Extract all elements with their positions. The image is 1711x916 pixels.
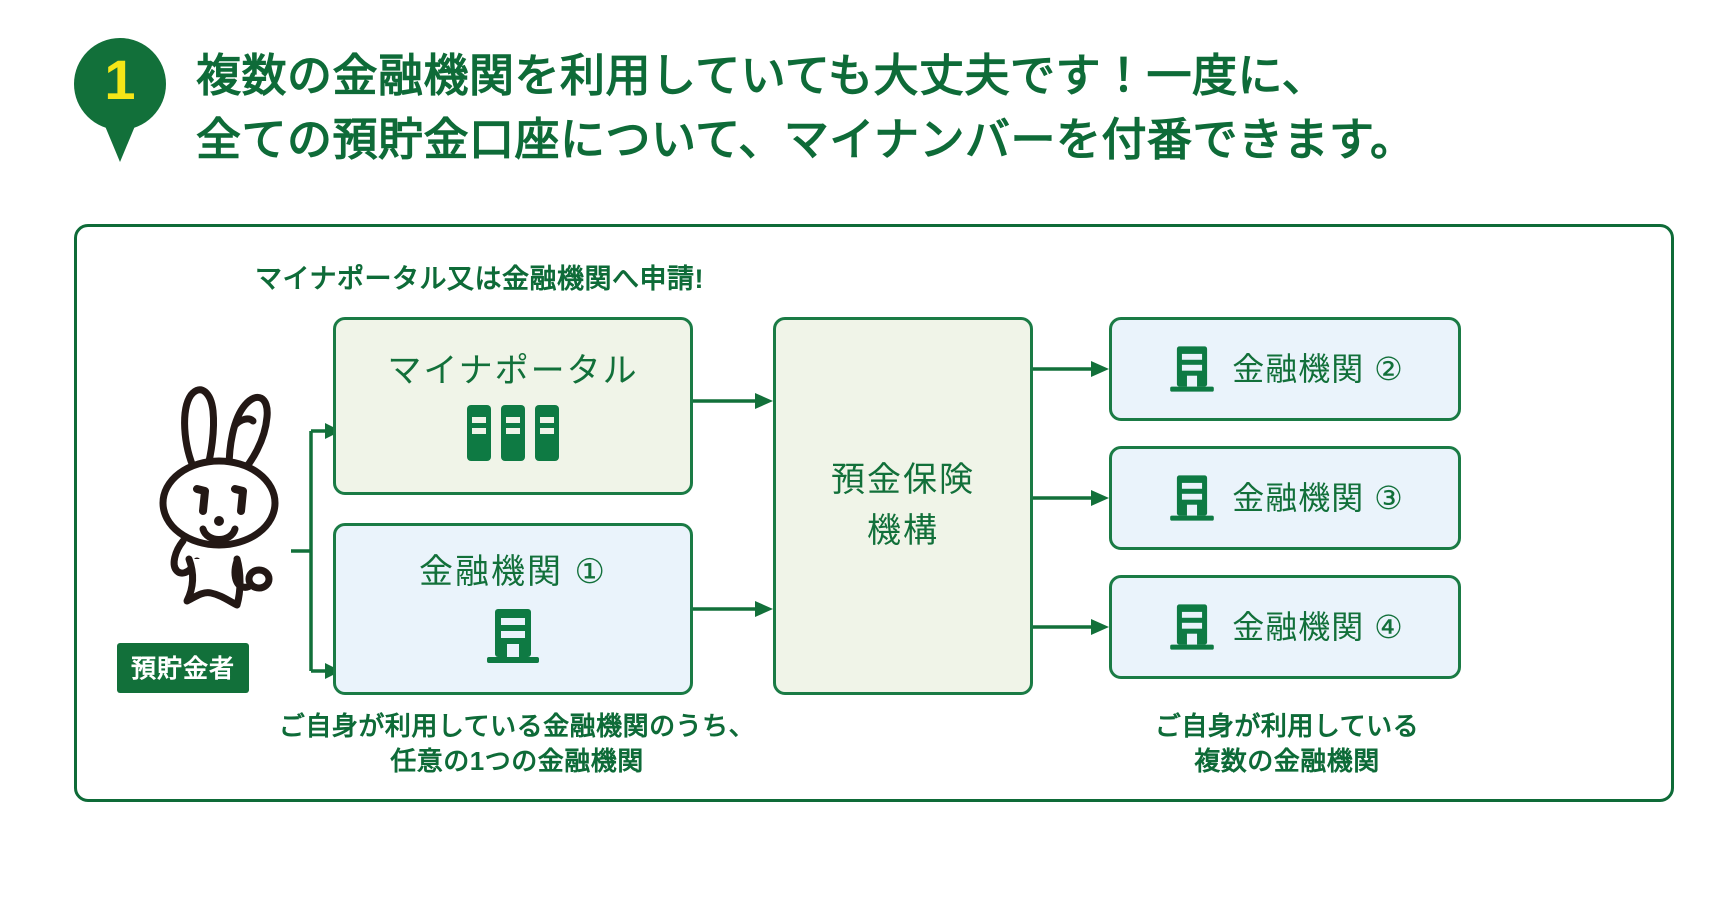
caption-right-line-1: ご自身が利用している xyxy=(1154,711,1420,741)
node-deposit-insurance-corporation[interactable]: 預金保険 機構 xyxy=(773,317,1033,695)
node-my-number-portal[interactable]: マイナポータル xyxy=(333,317,693,495)
node-financial-institution-1-label: 金融機関 ① xyxy=(419,552,607,591)
connector-hub-to-bank4 xyxy=(1033,615,1113,639)
building-icon xyxy=(482,605,544,667)
connector-portal-to-hub xyxy=(693,389,777,413)
node-financial-institution-2-label: 金融機関 ② xyxy=(1232,351,1404,387)
apply-instruction-label: マイナポータル又は金融機関へ申請! xyxy=(255,264,704,294)
three-buildings-icon xyxy=(466,404,560,462)
building-icon xyxy=(1166,470,1218,526)
building-icon xyxy=(1166,341,1218,397)
page-title-line-2: 全ての預貯金口座について、マイナンバーを付番できます。 xyxy=(196,113,1416,165)
pin-number-label: 1 xyxy=(104,48,136,111)
connector-hub-to-bank2 xyxy=(1033,357,1113,381)
caption-right-line-2: 複数の金融機関 xyxy=(1194,746,1380,777)
page-title-line-1: 複数の金融機関を利用していても大丈夫です！一度に、 xyxy=(196,50,1328,101)
node-financial-institution-1[interactable]: 金融機関 ① xyxy=(333,523,693,695)
page-header: 1 複数の金融機関を利用していても大丈夫です！一度に、 全ての預貯金口座について… xyxy=(0,0,1711,208)
caption-left: ご自身が利用している金融機関のうち、 任意の1つの金融機関 xyxy=(227,709,807,779)
node-financial-institution-4[interactable]: 金融機関 ④ xyxy=(1109,575,1461,679)
node-my-number-portal-label: マイナポータル xyxy=(387,351,639,390)
pin-circle-shape xyxy=(74,38,166,130)
building-icon xyxy=(1166,599,1218,655)
node-deposit-insurance-corporation-label-1: 預金保険 xyxy=(831,461,975,499)
caption-left-line-2: 任意の1つの金融機関 xyxy=(390,746,644,777)
map-pin-icon: 1 xyxy=(74,38,166,162)
node-financial-institution-2[interactable]: 金融機関 ② xyxy=(1109,317,1461,421)
page-title: 複数の金融機関を利用していても大丈夫です！一度に、 全ての預貯金口座について、マ… xyxy=(196,44,1676,172)
connector-hub-to-bank3 xyxy=(1033,486,1113,510)
diagram-frame: マイナポータル又は金融機関へ申請! xyxy=(74,224,1674,802)
node-financial-institution-3-label: 金融機関 ③ xyxy=(1232,480,1404,516)
caption-right: ご自身が利用している 複数の金融機関 xyxy=(1077,709,1497,779)
node-financial-institution-4-label: 金融機関 ④ xyxy=(1232,609,1404,645)
node-deposit-insurance-corporation-label-2: 機構 xyxy=(867,512,939,550)
connector-bank1-to-hub xyxy=(693,597,777,621)
rabbit-mascot-icon xyxy=(137,375,297,615)
caption-left-line-1: ご自身が利用している金融機関のうち、 xyxy=(278,711,756,741)
depositor-badge: 預貯金者 xyxy=(117,643,250,693)
node-financial-institution-3[interactable]: 金融機関 ③ xyxy=(1109,446,1461,550)
